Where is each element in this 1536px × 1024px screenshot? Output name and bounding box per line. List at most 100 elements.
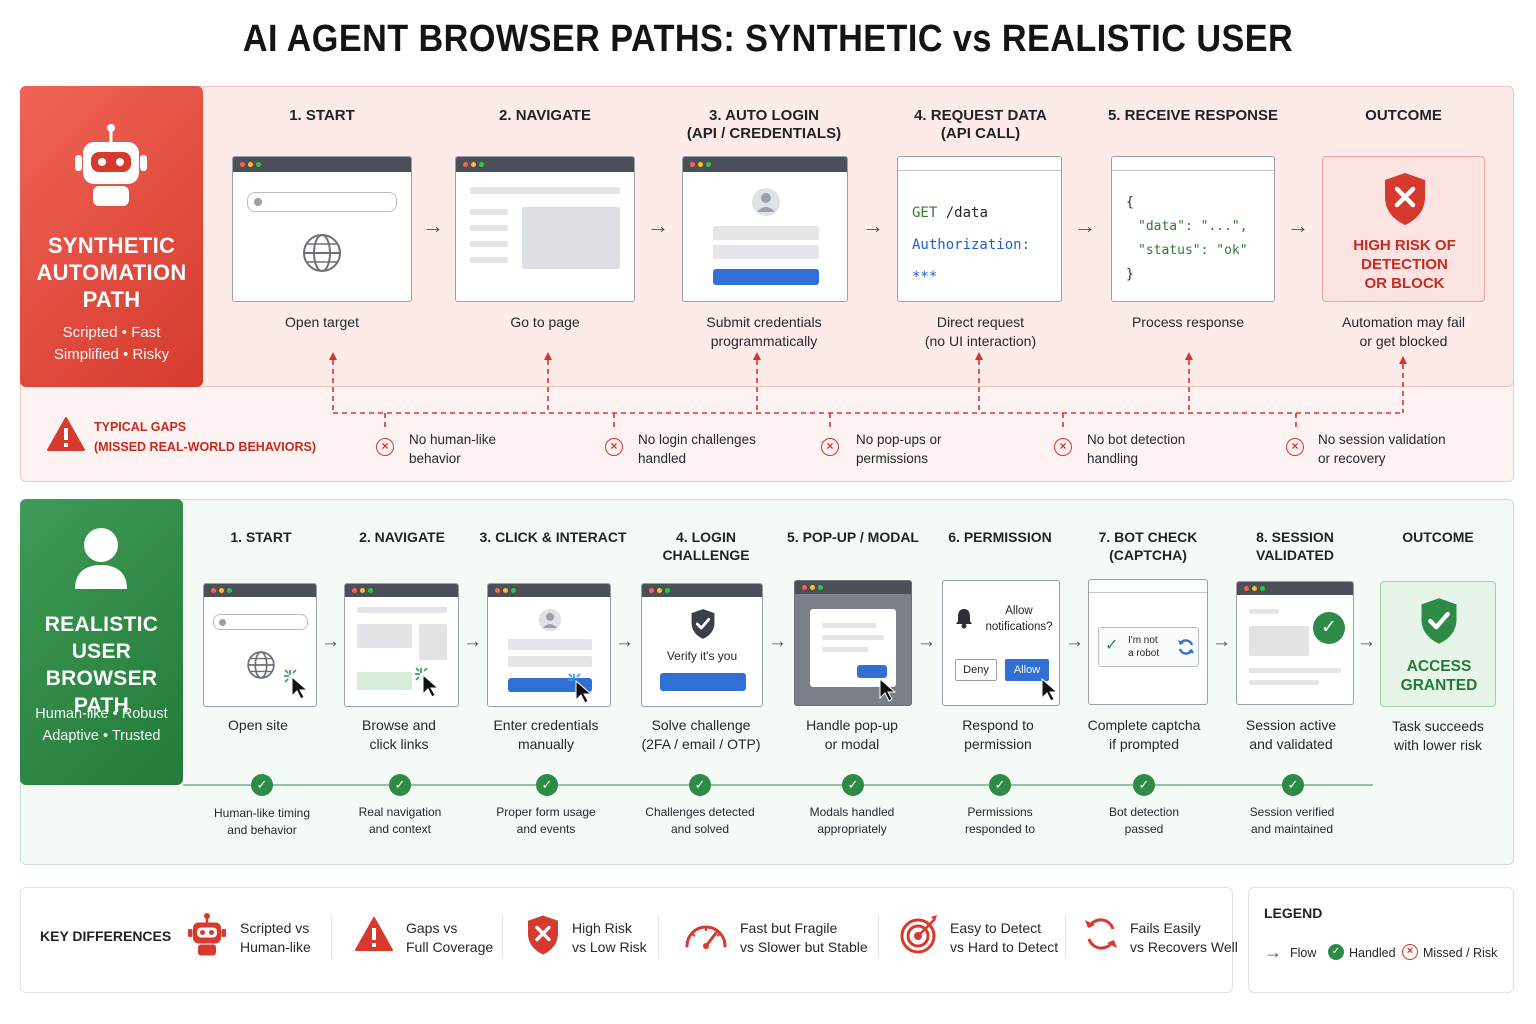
realistic-step-2-header: 2. NAVIGATE [359,529,445,545]
handled-check-icon: ✓ [536,774,558,796]
shield-x-icon [528,915,558,955]
robot-icon [188,913,226,956]
session-valid-icon: ✓ [1313,612,1345,644]
user-avatar-icon [538,608,562,632]
user-avatar-icon [752,188,780,216]
shield-check-icon [691,609,715,639]
deny-button: Deny [955,659,997,681]
synthetic-side-panel: SYNTHETIC AUTOMATION PATH Scripted • Fas… [20,86,203,387]
code-path: /data [945,205,988,221]
modal-dialog [810,609,896,687]
synthetic-subtitle-line: Scripted • Fast [62,324,161,341]
realistic-subtitle-line: Human-like • Robust [35,706,168,722]
modal-button [857,665,887,678]
browser-window-login-challenge: Verify it's you [641,583,763,707]
realistic-outcome-header: OUTCOME [1402,529,1474,545]
synthetic-title-line: AUTOMATION [36,260,187,285]
synthetic-step-3-header: 3. AUTO LOGIN(API / CREDENTIALS) [686,107,842,142]
warning-icon [47,417,85,451]
missed-x-icon: × [1286,438,1304,456]
realistic-title-line: USER BROWSER [45,640,158,690]
realistic-step-4-header: 4. LOGIN CHALLENGE [662,529,750,563]
flow-arrow-icon: → [862,213,884,238]
flow-arrow-icon: → [463,631,482,652]
outcome-line: DETECTION [1361,256,1448,273]
realistic-step-6-header: 6. PERMISSION [948,529,1052,545]
address-bar [213,614,308,630]
realistic-side-panel: REALISTIC USER BROWSER PATH Human-like •… [20,499,183,785]
captcha-label: I'm not a robot [1128,635,1160,659]
synthetic-step-1-caption: Open target [285,314,359,330]
allow-button: Allow [1005,659,1049,681]
legend-panel [1248,887,1514,993]
flow-arrow-icon: → [1264,942,1282,962]
refresh-icon [1178,639,1194,655]
flow-arrow-icon: → [768,631,787,652]
legend-missed-label: Missed / Risk [1423,946,1498,960]
handled-check-icon: ✓ [1282,774,1304,796]
outcome-line: ACCESS [1406,658,1472,675]
speedometer-icon [685,925,727,949]
divider [331,916,332,958]
cursor-icon [879,677,897,702]
code-line: Authorization: *** [912,237,1031,285]
missed-x-icon: × [821,438,839,456]
user-icon [75,528,127,589]
api-response-window: { "data": "...", "status": "ok" } [1111,156,1275,302]
realistic-title-line: REALISTIC [44,613,159,636]
missed-x-icon: × [1402,944,1418,960]
address-bar [247,192,397,212]
outcome-line: OR BLOCK [1364,275,1445,292]
synthetic-title-line: SYNTHETIC [47,233,176,258]
captcha-check-icon: ✓ [1105,637,1119,654]
shield-check-icon [1421,598,1457,644]
outcome-high-risk-box: HIGH RISK OF DETECTION OR BLOCK [1322,156,1485,302]
verify-text: Verify it's you [666,649,738,663]
browser-window-session: ✓ [1236,581,1354,705]
login-button [508,678,592,692]
code-line: "data": "...", [1138,219,1248,234]
divider [878,916,879,958]
divider [1065,916,1066,958]
divider [502,916,503,958]
legend-handled-label: Handled [1349,946,1396,960]
shield-x-icon [1385,173,1425,225]
legend-title: LEGEND [1264,905,1323,921]
flow-arrow-icon: → [1074,213,1096,238]
realistic-step-7-header: 7. BOT CHECK(CAPTCHA) [1098,529,1198,563]
handled-check-icon: ✓ [842,774,864,796]
check-timeline-line [183,784,1373,786]
handled-check-icon: ✓ [1133,774,1155,796]
robot-icon [75,124,147,206]
synthetic-subtitle-line: Simplified • Risky [53,346,170,363]
outcome-line: GRANTED [1400,677,1478,694]
code-line: { [1126,195,1134,210]
cursor-click-icon [568,673,593,704]
code-line: "status": "ok" [1138,243,1248,258]
realistic-step-4-caption: Solve challenge(2FA / email / OTP) [641,717,761,752]
flow-arrow-icon: → [1065,631,1084,652]
synthetic-title-line: PATH [82,287,141,312]
flow-arrow-icon: → [615,631,634,652]
realistic-step-1-caption: Open site [228,717,288,733]
handled-check-icon: ✓ [389,774,411,796]
globe-icon [303,234,341,272]
target-icon [900,915,937,954]
synthetic-outcome-header: OUTCOME [1365,107,1442,124]
